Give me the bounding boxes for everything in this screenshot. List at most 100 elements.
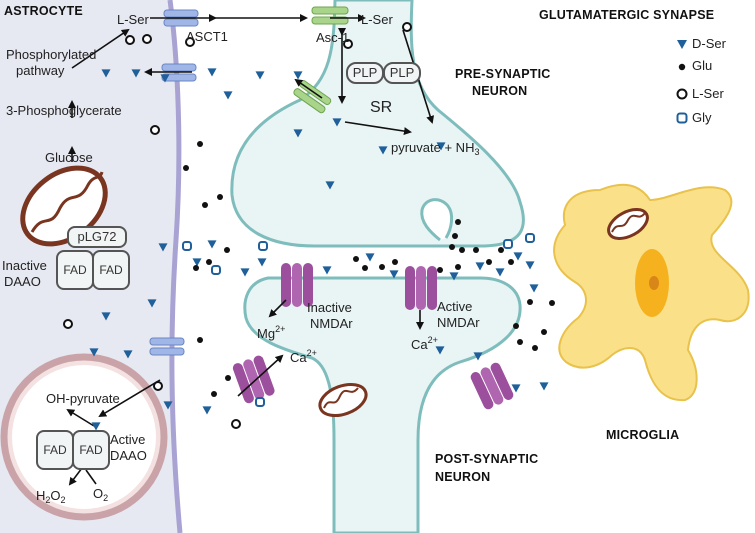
phosphorylated-label-2: pathway <box>16 63 65 78</box>
l-ser-neuron-label: L-Ser <box>361 12 393 27</box>
post-synaptic-label-2: NEURON <box>435 470 491 484</box>
glu-molecule <box>353 256 359 262</box>
glu-molecule <box>449 244 455 250</box>
glu-molecule <box>678 63 686 71</box>
d-ser-molecule <box>207 240 217 249</box>
plg72-box: pLG72 <box>67 226 127 248</box>
l-ser-molecule <box>231 419 241 429</box>
phosphorylated-label-1: Phosphorylated <box>6 47 97 62</box>
gly-molecule <box>503 239 513 249</box>
l-ser-molecule <box>153 381 163 391</box>
d-ser-molecule <box>436 142 446 151</box>
diagram-title: GLUTAMATERGIC SYNAPSE <box>539 8 715 22</box>
fad-inactive-right: FAD <box>92 250 130 290</box>
ca-mid-label: Ca2+ <box>411 335 438 352</box>
glu-molecule <box>437 267 443 273</box>
glu-molecule <box>517 339 523 345</box>
l-ser-molecule <box>63 319 73 329</box>
fad-active-left: FAD <box>36 430 74 470</box>
glu-molecule <box>455 219 461 225</box>
glu-molecule <box>549 300 555 306</box>
d-ser-molecule <box>449 272 459 281</box>
inactive-nmdar-label-1: Inactive <box>307 300 352 315</box>
glu-molecule <box>455 264 461 270</box>
glu-molecule <box>202 202 208 208</box>
legend-label-lser: L-Ser <box>692 86 724 101</box>
sr-label: SR <box>370 99 393 116</box>
asct1-transporter-mid <box>161 63 197 82</box>
ca-left-label: Ca2+ <box>290 348 317 365</box>
glu-molecule <box>379 264 385 270</box>
d-ser-molecule <box>223 91 233 100</box>
glu-molecule <box>193 265 199 271</box>
asct1-transporter-top <box>163 9 199 27</box>
legend-label-gly: Gly <box>692 110 712 125</box>
nmdar-lower-right <box>470 362 514 410</box>
legend-label-glu: Glu <box>692 58 713 73</box>
d-ser-molecule <box>511 384 521 393</box>
l-ser-molecule <box>142 34 152 44</box>
microglia-mitochondrion <box>607 208 649 240</box>
gly-molecule <box>258 241 268 251</box>
phosphoglycerate-label: 3-Phosphoglycerate <box>6 103 122 118</box>
pre-synaptic-label-2: NEURON <box>472 84 528 98</box>
glu-molecule <box>225 375 231 381</box>
d-ser-molecule <box>293 129 303 138</box>
glu-molecule <box>206 259 212 265</box>
d-ser-molecule <box>131 69 141 78</box>
d-ser-molecule <box>325 181 335 190</box>
glu-molecule <box>392 259 398 265</box>
post-synaptic-label-1: POST-SYNAPTIC <box>435 452 539 466</box>
inactive-nmdar-label-2: NMDAr <box>310 316 353 331</box>
fad-active-right: FAD <box>72 430 110 470</box>
astrocyte-label: ASTROCYTE <box>4 4 83 18</box>
glu-molecule <box>197 337 203 343</box>
molecules-layer <box>63 22 555 431</box>
pyruvate-label: pyruvate + NH3 <box>391 140 480 157</box>
d-ser-molecule <box>257 258 267 267</box>
d-ser-molecule <box>192 258 202 267</box>
asc1-label: Asc-1 <box>316 30 350 45</box>
mg-label: Mg2+ <box>257 324 286 341</box>
inactive-daao-label-1: Inactive <box>2 258 47 273</box>
legend-label-dser: D-Ser <box>692 36 726 51</box>
asct1-label: ASCT1 <box>186 29 228 44</box>
l-ser-molecule <box>125 35 135 45</box>
o2-label: O2 <box>93 486 109 503</box>
glu-molecule <box>217 194 223 200</box>
d-ser-molecule <box>677 40 687 49</box>
d-ser-molecule <box>240 268 250 277</box>
d-ser-molecule <box>475 262 485 271</box>
d-ser-molecule <box>147 299 157 308</box>
l-ser-molecule <box>343 39 353 49</box>
glu-molecule <box>486 259 492 265</box>
glu-molecule <box>197 141 203 147</box>
pre-synaptic-neuron <box>230 0 525 248</box>
d-ser-molecule <box>158 243 168 252</box>
glu-molecule <box>473 247 479 253</box>
d-ser-molecule <box>495 268 505 277</box>
d-ser-molecule <box>322 266 332 275</box>
l-ser-molecule <box>150 125 160 135</box>
d-ser-molecule <box>101 312 111 321</box>
legend-symbols <box>676 40 688 124</box>
d-ser-molecule <box>202 406 212 415</box>
plp-left: PLP <box>346 62 384 84</box>
d-ser-molecule <box>207 68 217 77</box>
l-ser-molecule <box>185 37 195 47</box>
d-ser-molecule <box>539 382 549 391</box>
gly-molecule <box>676 112 688 124</box>
glu-molecule <box>211 391 217 397</box>
glucose-label: Glucose <box>45 150 93 165</box>
active-nmdar-label-1: Active <box>437 299 473 314</box>
gly-molecule <box>525 233 535 243</box>
glu-molecule <box>513 323 519 329</box>
post-synaptic-mitochondrion <box>318 382 368 418</box>
gly-molecule <box>255 397 265 407</box>
pathway-arrows <box>66 14 435 486</box>
gly-molecule <box>211 265 221 275</box>
d-ser-molecule <box>101 69 111 78</box>
d-ser-molecule <box>160 74 170 83</box>
active-daao-label-2: DAAO <box>110 448 147 463</box>
